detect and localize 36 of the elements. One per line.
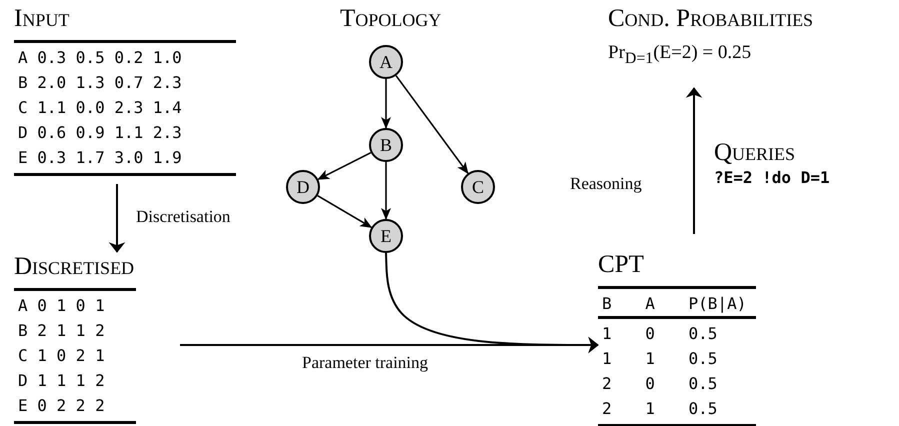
table-row-text: B 2.0 1.3 0.7 2.3 — [17, 72, 183, 94]
section-heading: Topology — [340, 4, 442, 34]
arrow — [381, 79, 391, 129]
arrow — [686, 87, 702, 234]
table-row-text: E 0 2 2 2 — [17, 395, 106, 417]
table-row-text: D 0.6 0.9 1.1 2.3 — [17, 122, 183, 144]
table-row-text: C 1 0 2 1 — [17, 345, 106, 367]
arrow — [108, 184, 126, 253]
graph-node-circle: B — [369, 128, 403, 162]
table-row-text: E 0.3 1.7 3.0 1.9 — [17, 147, 183, 169]
graph-node-circle: E — [369, 219, 403, 253]
table-row-text: 1 0 0.5 — [601, 323, 718, 345]
table-heading: Discretised — [14, 252, 134, 282]
table-row-text: 2 0 0.5 — [601, 373, 718, 395]
graph-node-circle: D — [286, 170, 320, 204]
table-row-text: 1 1 0.5 — [601, 348, 718, 370]
table-row-text: D 1 1 1 2 — [17, 370, 106, 392]
table-row-text: A 0.3 0.5 0.2 1.0 — [17, 47, 183, 69]
section-heading: Cond. Probabilities — [608, 4, 814, 34]
section-heading: Queries — [714, 138, 796, 168]
arrow — [381, 162, 391, 220]
graph-node-circle: C — [461, 170, 495, 204]
arrow — [395, 75, 469, 174]
table-heading: CPT — [598, 250, 644, 280]
arrow — [317, 194, 372, 228]
table-row-text: B 2 1 1 2 — [17, 320, 106, 342]
table-row-text: C 1.1 0.0 2.3 1.4 — [17, 97, 183, 119]
table-row-text: 2 1 0.5 — [601, 398, 718, 420]
query-code: ?E=2 !do D=1 — [714, 168, 830, 187]
table-header-row: B A P(B|A) — [598, 291, 756, 319]
arrow — [385, 252, 599, 354]
graph-node-circle: A — [369, 45, 403, 79]
table-row-text: A 0 1 0 1 — [17, 295, 106, 317]
arrow — [317, 152, 372, 180]
table-heading: Input — [14, 4, 70, 34]
probability-formula: Pr$_{D=1}$(E=2) = 0.25 — [608, 42, 752, 68]
